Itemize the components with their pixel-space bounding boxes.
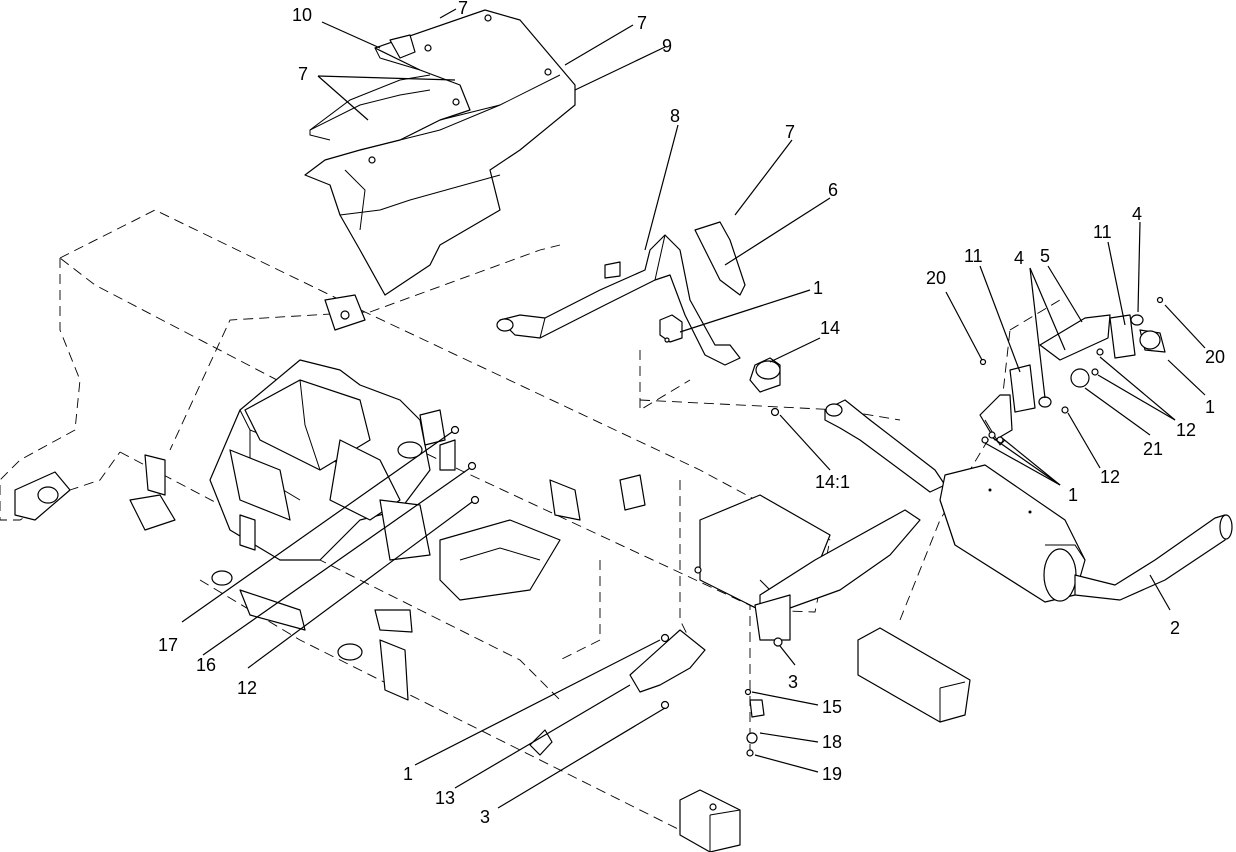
callout-labels: 10 7 7 9 7 8 7 6 1 14 14:1 20 11 4 5 11 … [158, 0, 1225, 827]
callout-14-1: 14:1 [815, 472, 850, 492]
engine-hardware [450, 425, 702, 574]
callout-4: 4 [1014, 248, 1024, 268]
callout-3: 3 [480, 807, 490, 827]
callout-12: 12 [1176, 420, 1196, 440]
frame-rail [14, 294, 921, 641]
rear-tube [857, 627, 971, 723]
front-tube [679, 789, 741, 852]
callout-2: 2 [1170, 618, 1180, 638]
muffler-inlet-pipe [824, 399, 946, 493]
muffler [939, 464, 1233, 603]
muffler-bracket [979, 296, 1166, 446]
callout-12: 12 [1100, 467, 1120, 487]
callout-3: 3 [788, 672, 798, 692]
callout-7: 7 [785, 122, 795, 142]
callout-19: 19 [822, 764, 842, 784]
callout-16: 16 [196, 655, 216, 675]
callout-7: 7 [637, 13, 647, 33]
callout-15: 15 [822, 697, 842, 717]
callout-1: 1 [1068, 485, 1078, 505]
callout-8: 8 [670, 106, 680, 126]
callout-12: 12 [237, 678, 257, 698]
callout-5: 5 [1040, 246, 1050, 266]
engine-assembly [129, 359, 456, 701]
callout-20: 20 [926, 268, 946, 288]
callout-7: 7 [458, 0, 468, 18]
callout-11: 11 [964, 246, 983, 266]
callout-13: 13 [435, 788, 455, 808]
callout-18: 18 [822, 732, 842, 752]
heat-shield-top [304, 9, 576, 296]
hardware-stack [744, 637, 783, 757]
callout-1: 1 [813, 278, 823, 298]
callout-1: 1 [1205, 397, 1215, 417]
callout-21: 21 [1143, 439, 1163, 459]
pipe-clamp-14 [659, 314, 781, 417]
callout-20: 20 [1205, 347, 1225, 367]
callout-14: 14 [820, 318, 840, 338]
callout-9: 9 [662, 36, 672, 56]
lower-mount-bracket [529, 629, 706, 756]
callout-4: 4 [1132, 204, 1142, 224]
callout-7: 7 [298, 64, 308, 84]
callout-1: 1 [403, 764, 413, 784]
callout-11: 11 [1093, 222, 1112, 242]
callout-17: 17 [158, 635, 178, 655]
tail-pipe [496, 221, 746, 366]
callout-10: 10 [292, 5, 312, 25]
leader-lines [181, 8, 1206, 809]
callout-6: 6 [828, 180, 838, 200]
